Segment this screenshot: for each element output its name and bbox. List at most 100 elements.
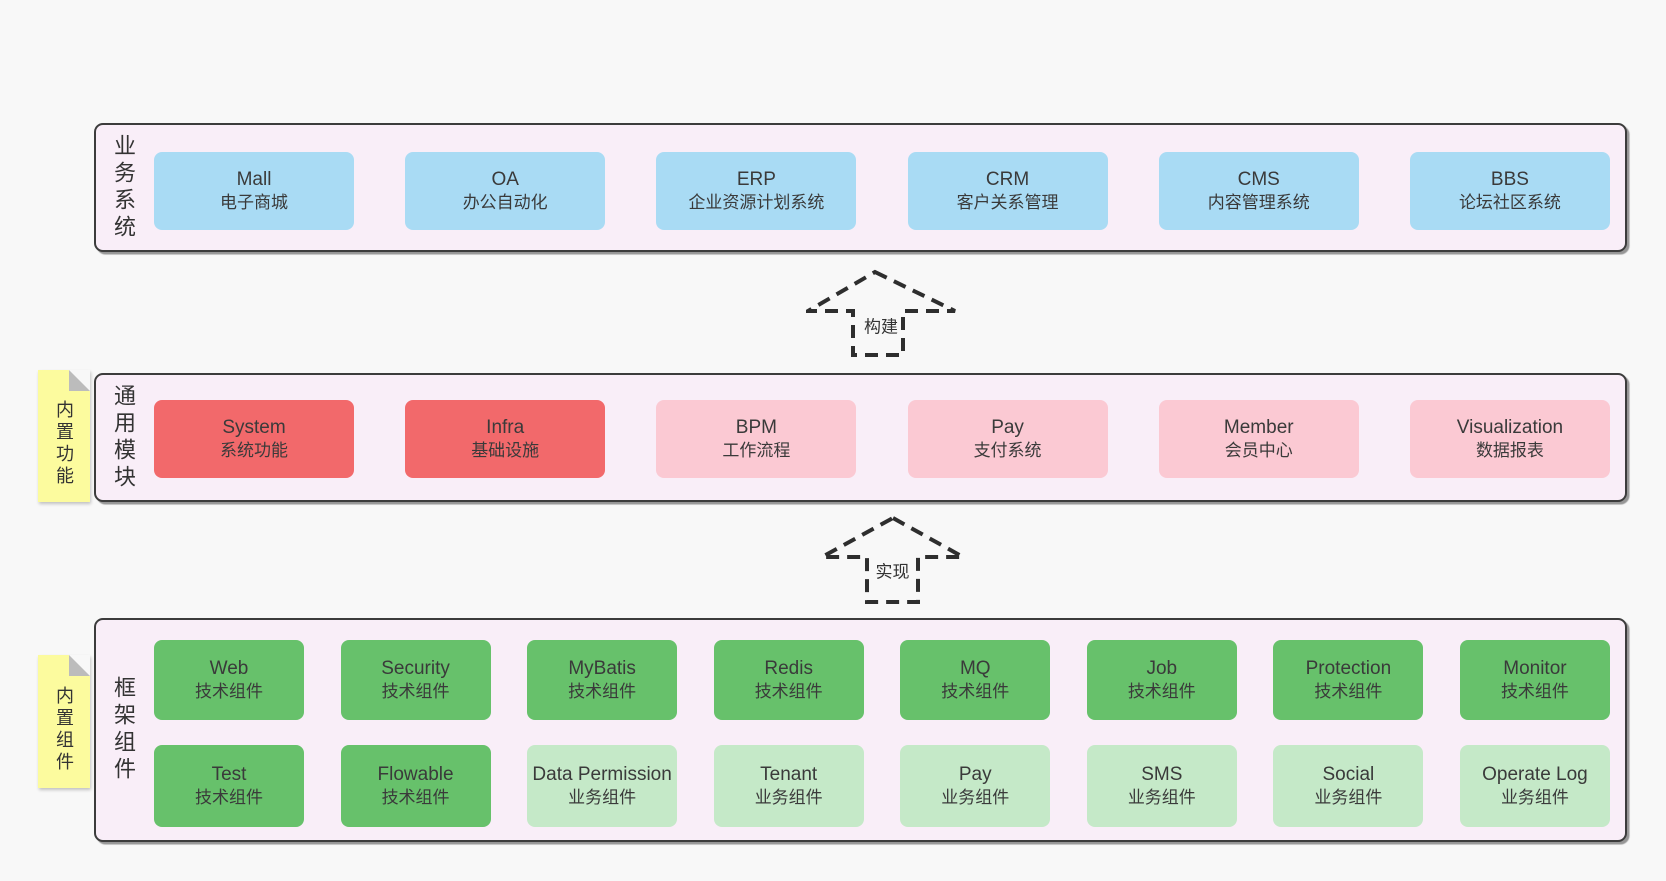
node-subtitle: 办公自动化: [462, 193, 548, 213]
node-subtitle: 业务组件: [568, 788, 637, 808]
arrow-build: 构建: [806, 268, 956, 358]
node-title: Pay: [991, 417, 1024, 439]
node-mq: MQ 技术组件: [900, 640, 1051, 720]
sticky-label: 内置功能: [54, 400, 74, 488]
node-subtitle: 客户关系管理: [956, 193, 1059, 213]
layer-business-systems: 业务系统 Mall 电子商城 OA 办公自动化 ERP 企业资源计划系统 CRM…: [94, 123, 1627, 252]
node-title: Job: [1146, 658, 1178, 680]
node-pay-component: Pay 业务组件: [900, 745, 1051, 827]
node-operate-log: Operate Log 业务组件: [1459, 745, 1610, 827]
node-member: Member 会员中心: [1158, 400, 1359, 478]
node-erp: ERP 企业资源计划系统: [656, 152, 857, 230]
sticky-note-builtin-components: 内置组件: [38, 655, 90, 788]
node-title: Infra: [486, 417, 525, 439]
node-visualization: Visualization 数据报表: [1409, 400, 1610, 478]
up-arrow-icon: [806, 269, 956, 357]
node-subtitle: 业务组件: [1127, 788, 1196, 808]
layer-framework-components: 框架组件 Web 技术组件 Security 技术组件 MyBatis 技术组件…: [94, 618, 1627, 842]
node-flowable: Flowable 技术组件: [340, 745, 491, 827]
node-subtitle: 内容管理系统: [1207, 193, 1310, 213]
node-security: Security 技术组件: [340, 640, 491, 720]
components-row-2: Test 技术组件 Flowable 技术组件 Data Permission …: [154, 745, 1610, 827]
node-mall: Mall 电子商城: [154, 152, 354, 230]
arrow-implement: 实现: [820, 513, 965, 605]
node-subtitle: 业务组件: [1314, 788, 1383, 808]
node-subtitle: 技术组件: [195, 788, 263, 808]
components-row-1: Web 技术组件 Security 技术组件 MyBatis 技术组件 Redi…: [154, 640, 1610, 720]
node-subtitle: 系统功能: [220, 441, 288, 461]
node-subtitle: 会员中心: [1224, 441, 1293, 461]
node-subtitle: 技术组件: [381, 788, 450, 808]
node-tenant: Tenant 业务组件: [713, 745, 864, 827]
node-mybatis: MyBatis 技术组件: [527, 640, 678, 720]
node-subtitle: 基础设施: [471, 441, 540, 461]
node-title: Monitor: [1503, 658, 1567, 680]
node-job: Job 技术组件: [1086, 640, 1237, 720]
node-sms: SMS 业务组件: [1086, 745, 1237, 827]
node-subtitle: 技术组件: [1127, 682, 1196, 702]
node-title: ERP: [736, 169, 776, 191]
node-title: CRM: [985, 169, 1030, 191]
node-subtitle: 业务组件: [754, 788, 823, 808]
node-title: BBS: [1490, 169, 1529, 191]
layer-label-modules: 通用模块: [111, 383, 136, 492]
node-data-permission: Data Permission 业务组件: [527, 745, 678, 827]
node-title: Data Permission: [532, 764, 672, 786]
node-bbs: BBS 论坛社区系统: [1409, 152, 1610, 230]
node-subtitle: 技术组件: [1500, 682, 1569, 702]
layer-common-modules: 通用模块 System 系统功能 Infra 基础设施 BPM 工作流程 Pay…: [94, 373, 1627, 502]
node-oa: OA 办公自动化: [405, 152, 606, 230]
node-social: Social 业务组件: [1273, 745, 1424, 827]
node-crm: CRM 客户关系管理: [907, 152, 1108, 230]
node-title: Operate Log: [1482, 764, 1588, 786]
node-system: System 系统功能: [154, 400, 354, 478]
sticky-fold: [69, 370, 90, 391]
node-subtitle: 企业资源计划系统: [688, 193, 825, 213]
modules-row: System 系统功能 Infra 基础设施 BPM 工作流程 Pay 支付系统…: [154, 400, 1610, 478]
sticky-fold: [69, 655, 90, 676]
node-title: Pay: [958, 764, 992, 786]
node-title: Member: [1223, 417, 1294, 439]
arrow-implement-label: 实现: [872, 557, 913, 583]
node-infra: Infra 基础设施: [405, 400, 606, 478]
node-subtitle: 技术组件: [195, 682, 263, 702]
node-subtitle: 支付系统: [973, 441, 1042, 461]
node-title: Mall: [236, 169, 272, 191]
node-subtitle: 数据报表: [1475, 441, 1544, 461]
node-title: Protection: [1305, 658, 1392, 680]
arrow-build-label: 构建: [861, 312, 901, 338]
node-subtitle: 业务组件: [941, 788, 1010, 808]
node-subtitle: 论坛社区系统: [1458, 193, 1561, 213]
node-subtitle: 业务组件: [1500, 788, 1569, 808]
node-test: Test 技术组件: [154, 745, 304, 827]
node-subtitle: 技术组件: [381, 682, 450, 702]
sticky-label: 内置组件: [54, 685, 74, 774]
node-title: System: [222, 417, 286, 439]
node-title: Security: [381, 658, 450, 680]
node-title: Tenant: [760, 764, 818, 786]
node-subtitle: 工作流程: [722, 441, 791, 461]
node-title: MyBatis: [568, 658, 636, 680]
node-title: MQ: [959, 658, 991, 680]
node-pay-module: Pay 支付系统: [907, 400, 1108, 478]
node-title: SMS: [1141, 764, 1183, 786]
node-title: CMS: [1237, 169, 1280, 191]
node-title: Flowable: [377, 764, 454, 786]
node-title: Web: [209, 658, 249, 680]
node-subtitle: 电子商城: [220, 193, 288, 213]
sticky-note-builtin-functions: 内置功能: [38, 370, 90, 502]
business-row: Mall 电子商城 OA 办公自动化 ERP 企业资源计划系统 CRM 客户关系…: [154, 152, 1610, 230]
node-subtitle: 技术组件: [1314, 682, 1383, 702]
node-subtitle: 技术组件: [754, 682, 823, 702]
node-title: Test: [211, 764, 247, 786]
node-bpm: BPM 工作流程: [656, 400, 857, 478]
node-redis: Redis 技术组件: [713, 640, 864, 720]
node-title: Redis: [764, 658, 813, 680]
node-web: Web 技术组件: [154, 640, 304, 720]
node-cms: CMS 内容管理系统: [1158, 152, 1359, 230]
node-subtitle: 技术组件: [568, 682, 637, 702]
node-title: BPM: [735, 417, 777, 439]
node-protection: Protection 技术组件: [1273, 640, 1424, 720]
node-title: Visualization: [1456, 417, 1564, 439]
node-title: OA: [491, 169, 519, 191]
